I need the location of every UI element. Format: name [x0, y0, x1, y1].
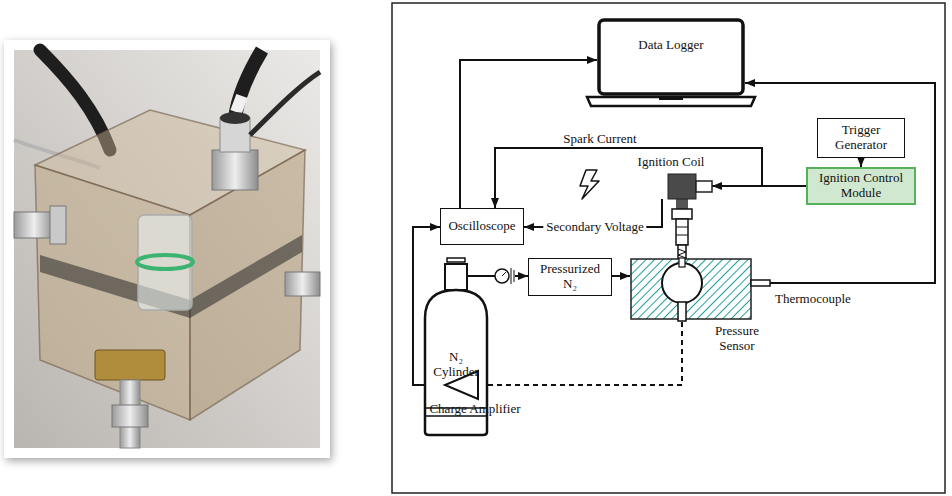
- edge-label-holder: Spark Current: [560, 132, 639, 147]
- thermocouple-probe: [751, 280, 770, 286]
- coil-body: [668, 174, 696, 199]
- process-box: Trigger Generator: [817, 118, 905, 158]
- label-holder: Thermocouple: [775, 292, 875, 307]
- regulator-ticks: [511, 268, 514, 284]
- spark-plug-ribs: [676, 227, 688, 235]
- plug-cap: [220, 112, 250, 124]
- spark-plug-nut: [672, 209, 692, 219]
- label-holder: Data Logger: [597, 38, 745, 53]
- label-holder: N₂ Cylinder: [431, 350, 481, 380]
- valve-handle: [447, 258, 465, 262]
- spark-plug-thread: [678, 249, 686, 258]
- hex-nut: [112, 405, 148, 427]
- side-fitting: [285, 272, 320, 296]
- edge-label-holder: Secondary Voltage: [543, 220, 646, 235]
- process-box: Oscilloscope: [440, 208, 524, 245]
- node-label: Trigger Generator: [822, 123, 900, 153]
- gauge-needle: [502, 272, 506, 276]
- cable: [235, 50, 262, 118]
- pressure-gauge: [495, 269, 509, 283]
- ignition-coil: Ignition Coil: [630, 155, 712, 199]
- regulator-pipe: [467, 275, 495, 277]
- chamber-block: [631, 259, 751, 319]
- node-label: Ignition Coil: [630, 155, 712, 170]
- signal-line: [612, 275, 630, 277]
- charge-amplifier-shape: [420, 371, 530, 425]
- signal-line: [495, 148, 806, 208]
- node-label: Pressure Sensor: [702, 324, 772, 354]
- panel-border: [392, 3, 945, 493]
- signal-line: [515, 275, 528, 277]
- process-box: Pressurized N₂: [528, 258, 612, 296]
- combustion-chamber: ThermocouplePressure Sensor: [630, 258, 770, 322]
- charge-amplifier: Charge Amplifier: [420, 371, 530, 425]
- thin-wire: [250, 72, 320, 135]
- valve-body: [445, 264, 467, 290]
- spark-plug-boot: [676, 199, 688, 209]
- spark-symbol: [580, 170, 599, 199]
- pressure-sensor-probe: [678, 302, 686, 321]
- brass-fitting: [95, 350, 165, 380]
- node-label: Data Logger: [597, 38, 745, 53]
- laptop-screen: [599, 20, 743, 94]
- node-label: Charge Amplifier: [420, 402, 530, 417]
- node-label: N₂ Cylinder: [431, 350, 481, 380]
- data-logger-shape: [597, 18, 745, 96]
- data-logger: Data Logger: [597, 18, 745, 96]
- hex-nut: [212, 150, 258, 190]
- cable-boot: [236, 96, 242, 112]
- spark-plug-insulator: [676, 219, 688, 245]
- node-label: Pressurized N₂: [535, 262, 605, 292]
- hex-nut: [50, 206, 66, 244]
- signal-line: [860, 158, 862, 167]
- o-ring: [137, 255, 193, 269]
- side-fitting: [14, 212, 54, 238]
- amplifier-triangle: [445, 371, 478, 399]
- edge-label: Spark Current: [560, 132, 639, 147]
- label-holder: Charge Amplifier: [420, 402, 530, 417]
- photo-frame: [4, 40, 330, 458]
- edge-label: Secondary Voltage: [543, 220, 646, 235]
- label-holder: Pressure Sensor: [702, 324, 772, 354]
- laptop-base: [587, 97, 755, 106]
- sight-window: [138, 215, 192, 310]
- combustion-chamber-shape: [630, 258, 770, 322]
- spark-plug-tip: [679, 258, 685, 267]
- laptop-notch: [659, 97, 683, 100]
- coil-connector: [696, 181, 712, 192]
- node-label: Oscilloscope: [448, 219, 515, 234]
- control-module: Ignition Control Module: [806, 167, 916, 205]
- signal-line: [745, 83, 935, 283]
- chamber-bore: [662, 263, 702, 303]
- node-label: Thermocouple: [775, 292, 875, 307]
- label-holder: Ignition Coil: [630, 155, 712, 170]
- signal-line-dashed: [478, 322, 682, 385]
- node-label: Ignition Control Module: [812, 171, 910, 201]
- photo-background: [14, 50, 320, 448]
